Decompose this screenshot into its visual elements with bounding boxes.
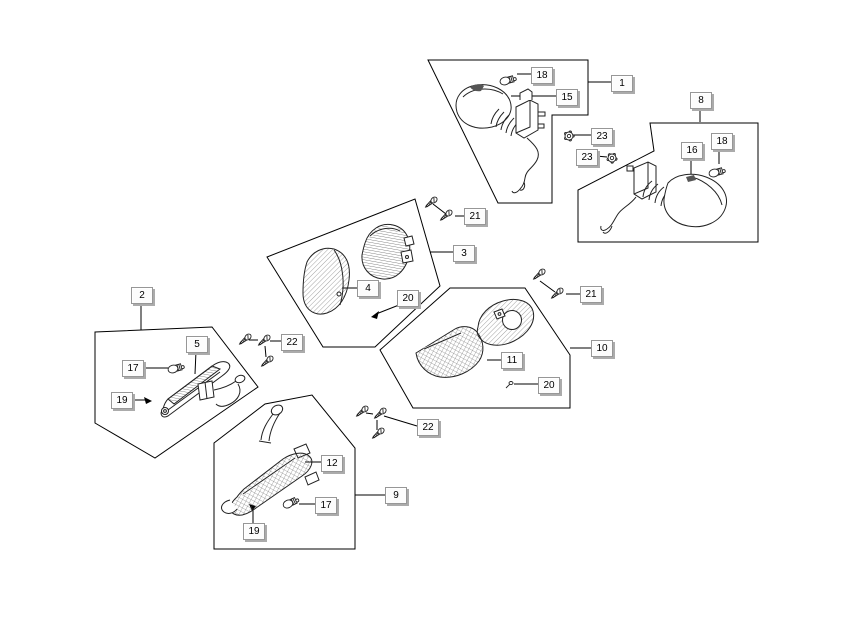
- region-8-outline: [577, 122, 759, 243]
- screw-22: [372, 406, 388, 421]
- screw-22: [370, 426, 386, 441]
- lens-pair-3: [302, 223, 415, 315]
- callout-19-a: 19: [111, 392, 133, 409]
- callout-22-a: 22: [281, 334, 303, 351]
- screw-22: [256, 333, 272, 348]
- nut-23: [564, 130, 575, 142]
- bulb-18: [498, 73, 518, 87]
- nut-23: [605, 151, 619, 165]
- leader-lines: [131, 73, 720, 523]
- region-1-outline: [427, 59, 589, 204]
- lens-pair-10: [415, 298, 535, 378]
- callout-17-a: 17: [122, 360, 144, 377]
- callout-18-a: 18: [531, 67, 553, 84]
- callout-20-a: 20: [397, 290, 419, 307]
- bulb-17: [166, 361, 186, 375]
- callout-18-b: 18: [711, 133, 733, 150]
- screw-21: [531, 267, 547, 282]
- screw-21: [423, 195, 439, 210]
- region-3-outline: [266, 198, 441, 348]
- screw-21: [549, 286, 565, 301]
- callout-1: 1: [611, 75, 633, 92]
- callout-21-a: 21: [464, 208, 486, 225]
- callout-23-b: 23: [576, 149, 598, 166]
- turn-signal-assembly-8: [600, 161, 727, 234]
- callout-17-b: 17: [315, 497, 337, 514]
- callout-15: 15: [556, 89, 578, 106]
- callout-5: 5: [186, 336, 208, 353]
- callout-11: 11: [501, 352, 523, 369]
- turn-signal-assembly-1: [455, 84, 546, 194]
- lamp-unit-5: [160, 361, 246, 418]
- bulb-18: [707, 165, 727, 179]
- callout-10: 10: [591, 340, 613, 357]
- screw-22: [237, 332, 253, 347]
- callout-8: 8: [690, 92, 712, 109]
- callout-12: 12: [321, 455, 343, 472]
- callout-19-b: 19: [243, 523, 265, 540]
- bulb-17: [281, 495, 301, 511]
- callout-16: 16: [681, 142, 703, 159]
- region-9-outline: [213, 394, 356, 550]
- callout-2: 2: [131, 287, 153, 304]
- screw-20-small: [505, 381, 514, 389]
- callout-4: 4: [357, 280, 379, 297]
- screw-22: [354, 404, 370, 419]
- callout-9: 9: [385, 487, 407, 504]
- callout-3: 3: [453, 245, 475, 262]
- callout-23-a: 23: [591, 128, 613, 145]
- region-2-outline: [94, 326, 259, 459]
- callout-22-b: 22: [417, 419, 439, 436]
- region-10-outline: [379, 287, 571, 409]
- callout-21-b: 21: [580, 286, 602, 303]
- callout-20-b: 20: [538, 377, 560, 394]
- rear-lamp-12: [221, 404, 320, 516]
- screw-22: [259, 354, 275, 369]
